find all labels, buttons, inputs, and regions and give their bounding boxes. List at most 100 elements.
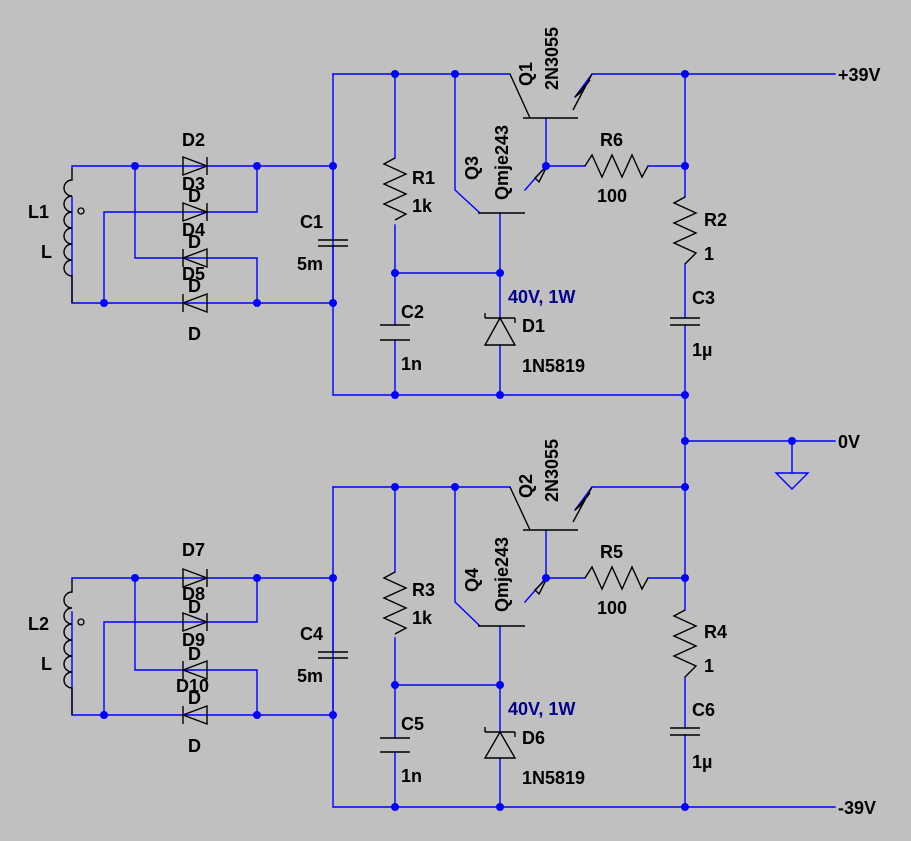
diode-symbol: [181, 659, 208, 681]
zener-ref: D1: [522, 316, 545, 336]
capacitor-symbol: [380, 324, 410, 341]
res-ref: R1: [412, 168, 435, 188]
transistor-ref: Q3: [462, 156, 482, 180]
diode-ref: D2: [182, 130, 205, 150]
inductor-symbol: [63, 580, 73, 715]
diode-symbol: [181, 704, 208, 726]
cap-ref: C2: [401, 302, 424, 322]
cap-value: 5m: [297, 254, 323, 274]
zener-symbol: [483, 727, 517, 759]
diode-symbol: [182, 611, 209, 633]
res-ref: R2: [704, 210, 727, 230]
capacitor-symbol: [670, 727, 700, 736]
resistor-symbol: [672, 196, 698, 265]
diode-symbol: [181, 247, 208, 269]
diode-value: D: [188, 276, 201, 296]
labels: +39V 0V -39V L1 L D2 D3 D D4 D D5 D D C1…: [28, 27, 881, 818]
diode-ref: D7: [182, 540, 205, 560]
res-ref: R3: [412, 580, 435, 600]
zener-note: 40V, 1W: [508, 699, 575, 719]
diode-ref: D4: [182, 220, 205, 240]
gnd-node: [681, 437, 689, 445]
transistor-ref: Q1: [516, 62, 536, 86]
rail-gnd-label: 0V: [838, 432, 860, 452]
emitter-arrow: [534, 577, 548, 596]
cap-value: 5m: [297, 666, 323, 686]
zener-value: 1N5819: [522, 356, 585, 376]
diode-ref: D8: [182, 584, 205, 604]
capacitor-symbol: [670, 317, 700, 326]
diode-symbol: [182, 567, 209, 589]
diode-value: D: [188, 324, 201, 344]
cap-ref: C1: [300, 212, 323, 232]
transistor-ref: Q4: [462, 568, 482, 592]
res-value: 1k: [412, 608, 433, 628]
res-value: 1: [704, 244, 714, 264]
cap-value: 1n: [401, 354, 422, 374]
cap-value: 1µ: [692, 752, 712, 772]
resistor-symbol: [584, 565, 649, 591]
cap-ref: C4: [300, 624, 323, 644]
res-value: 1: [704, 656, 714, 676]
cap-ref: C5: [401, 714, 424, 734]
diode-value: D: [188, 736, 201, 756]
diode-value: D: [188, 186, 201, 206]
res-ref: R4: [704, 622, 727, 642]
cap-value: 1n: [401, 766, 422, 786]
bottom-regulator: [63, 483, 700, 811]
rail-neg-label: -39V: [838, 798, 876, 818]
res-value: 1k: [412, 196, 433, 216]
cap-value: 1µ: [692, 340, 712, 360]
resistor-symbol: [584, 153, 649, 179]
transistor-value: Qmje243: [492, 537, 512, 612]
inductor-value: L: [41, 242, 52, 262]
inductor-symbol: [63, 168, 73, 303]
zener-value: 1N5819: [522, 768, 585, 788]
collector-lead: [509, 73, 531, 119]
diode-value: D: [188, 232, 201, 252]
diode-value: D: [188, 688, 201, 708]
res-ref: R5: [600, 542, 623, 562]
diode-symbol: [182, 155, 209, 177]
transistor-value: 2N3055: [542, 439, 562, 502]
capacitor-symbol: [318, 239, 348, 247]
cap-ref: C6: [692, 700, 715, 720]
gnd-node: [788, 437, 796, 445]
top-regulator: [63, 70, 700, 399]
emitter-arrow: [572, 73, 593, 111]
transistor-value: Qmje243: [492, 125, 512, 200]
zener-ref: D6: [522, 728, 545, 748]
global-wires: [684, 73, 836, 808]
diode-ref: D3: [182, 174, 205, 194]
diode-ref: D5: [182, 264, 205, 284]
emitter-arrow: [572, 486, 593, 523]
rail-pos-label: +39V: [838, 65, 881, 85]
emitter-arrow: [534, 165, 548, 184]
inductor-ref: L2: [28, 614, 49, 634]
res-value: 100: [597, 598, 627, 618]
resistor-symbol: [382, 157, 408, 221]
capacitor-symbol: [318, 651, 348, 659]
transistor-ref: Q2: [516, 474, 536, 498]
res-value: 100: [597, 186, 627, 206]
diode-value: D: [188, 597, 201, 617]
zener-symbol: [483, 313, 517, 346]
transistor-value: 2N3055: [542, 27, 562, 90]
capacitor-symbol: [380, 737, 410, 753]
res-ref: R6: [600, 130, 623, 150]
junction-dots: [100, 70, 689, 399]
cap-ref: C3: [692, 288, 715, 308]
collector-lead: [509, 486, 531, 531]
resistor-symbol: [382, 571, 408, 635]
inductor-value: L: [41, 654, 52, 674]
diode-symbol: [181, 292, 208, 314]
diode-symbol: [182, 201, 209, 223]
zener-note: 40V, 1W: [508, 287, 575, 307]
diode-ref: D9: [182, 630, 205, 650]
inductor-ref: L1: [28, 202, 49, 222]
diode-ref: D10: [176, 676, 209, 696]
diode-value: D: [188, 644, 201, 664]
resistor-symbol: [672, 609, 698, 678]
ground-symbol: [774, 472, 810, 490]
